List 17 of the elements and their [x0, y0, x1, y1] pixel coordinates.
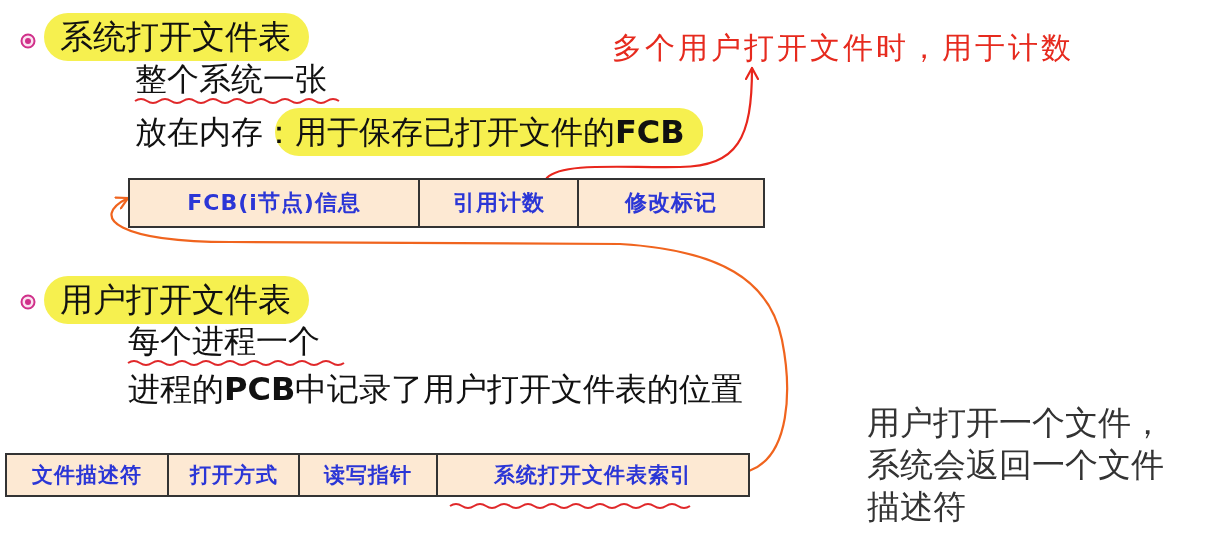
table-cell: 读写指针 [298, 453, 438, 497]
handwritten-note: 多个用户打开文件时，用于计数 [612, 28, 1074, 68]
curved-arrow [545, 66, 759, 180]
description-text: 进程的PCB中记录了用户打开文件表的位置 [128, 370, 744, 408]
highlighted-text: 放在内存：用于保存已打开文件的FCB [135, 108, 703, 156]
description-text: 每个进程一个 [128, 322, 320, 360]
table-cell: 引用计数 [418, 178, 579, 228]
table-cell: 打开方式 [167, 453, 300, 497]
curved-arrow [110, 196, 789, 472]
note-text: 用户打开一个文件，系统会返回一个文件描述符 [867, 402, 1165, 528]
table-cell: 文件描述符 [5, 453, 169, 497]
table-cell: 系统打开文件表索引 [436, 453, 750, 497]
highlighted-heading: 系统打开文件表 [44, 13, 309, 61]
description-text: 整个系统一张 [135, 60, 327, 98]
table-cell: FCB(i节点)信息 [128, 178, 420, 228]
table-cell: 修改标记 [577, 178, 765, 228]
highlighted-heading: 用户打开文件表 [44, 276, 309, 324]
